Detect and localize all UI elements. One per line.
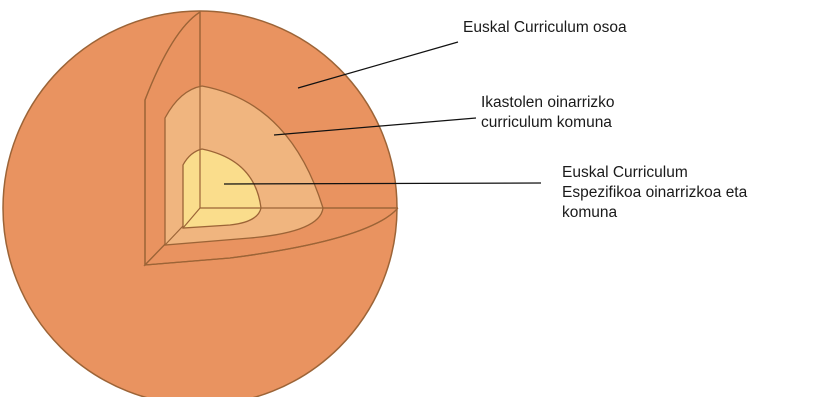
label-inner-core: Euskal Curriculum Espezifikoa oinarrizko…: [562, 163, 747, 223]
label-line: curriculum komuna: [481, 113, 615, 133]
label-line: komuna: [562, 203, 747, 223]
label-line: Ikastolen oinarrizko: [481, 93, 615, 113]
label-middle-layer: Ikastolen oinarrizko curriculum komuna: [481, 93, 615, 133]
label-line: Espezifikoa oinarrizkoa eta: [562, 183, 747, 203]
label-line: Euskal Curriculum: [562, 163, 747, 183]
label-line: Euskal Curriculum osoa: [463, 18, 627, 38]
label-outer-layer: Euskal Curriculum osoa: [463, 18, 627, 38]
